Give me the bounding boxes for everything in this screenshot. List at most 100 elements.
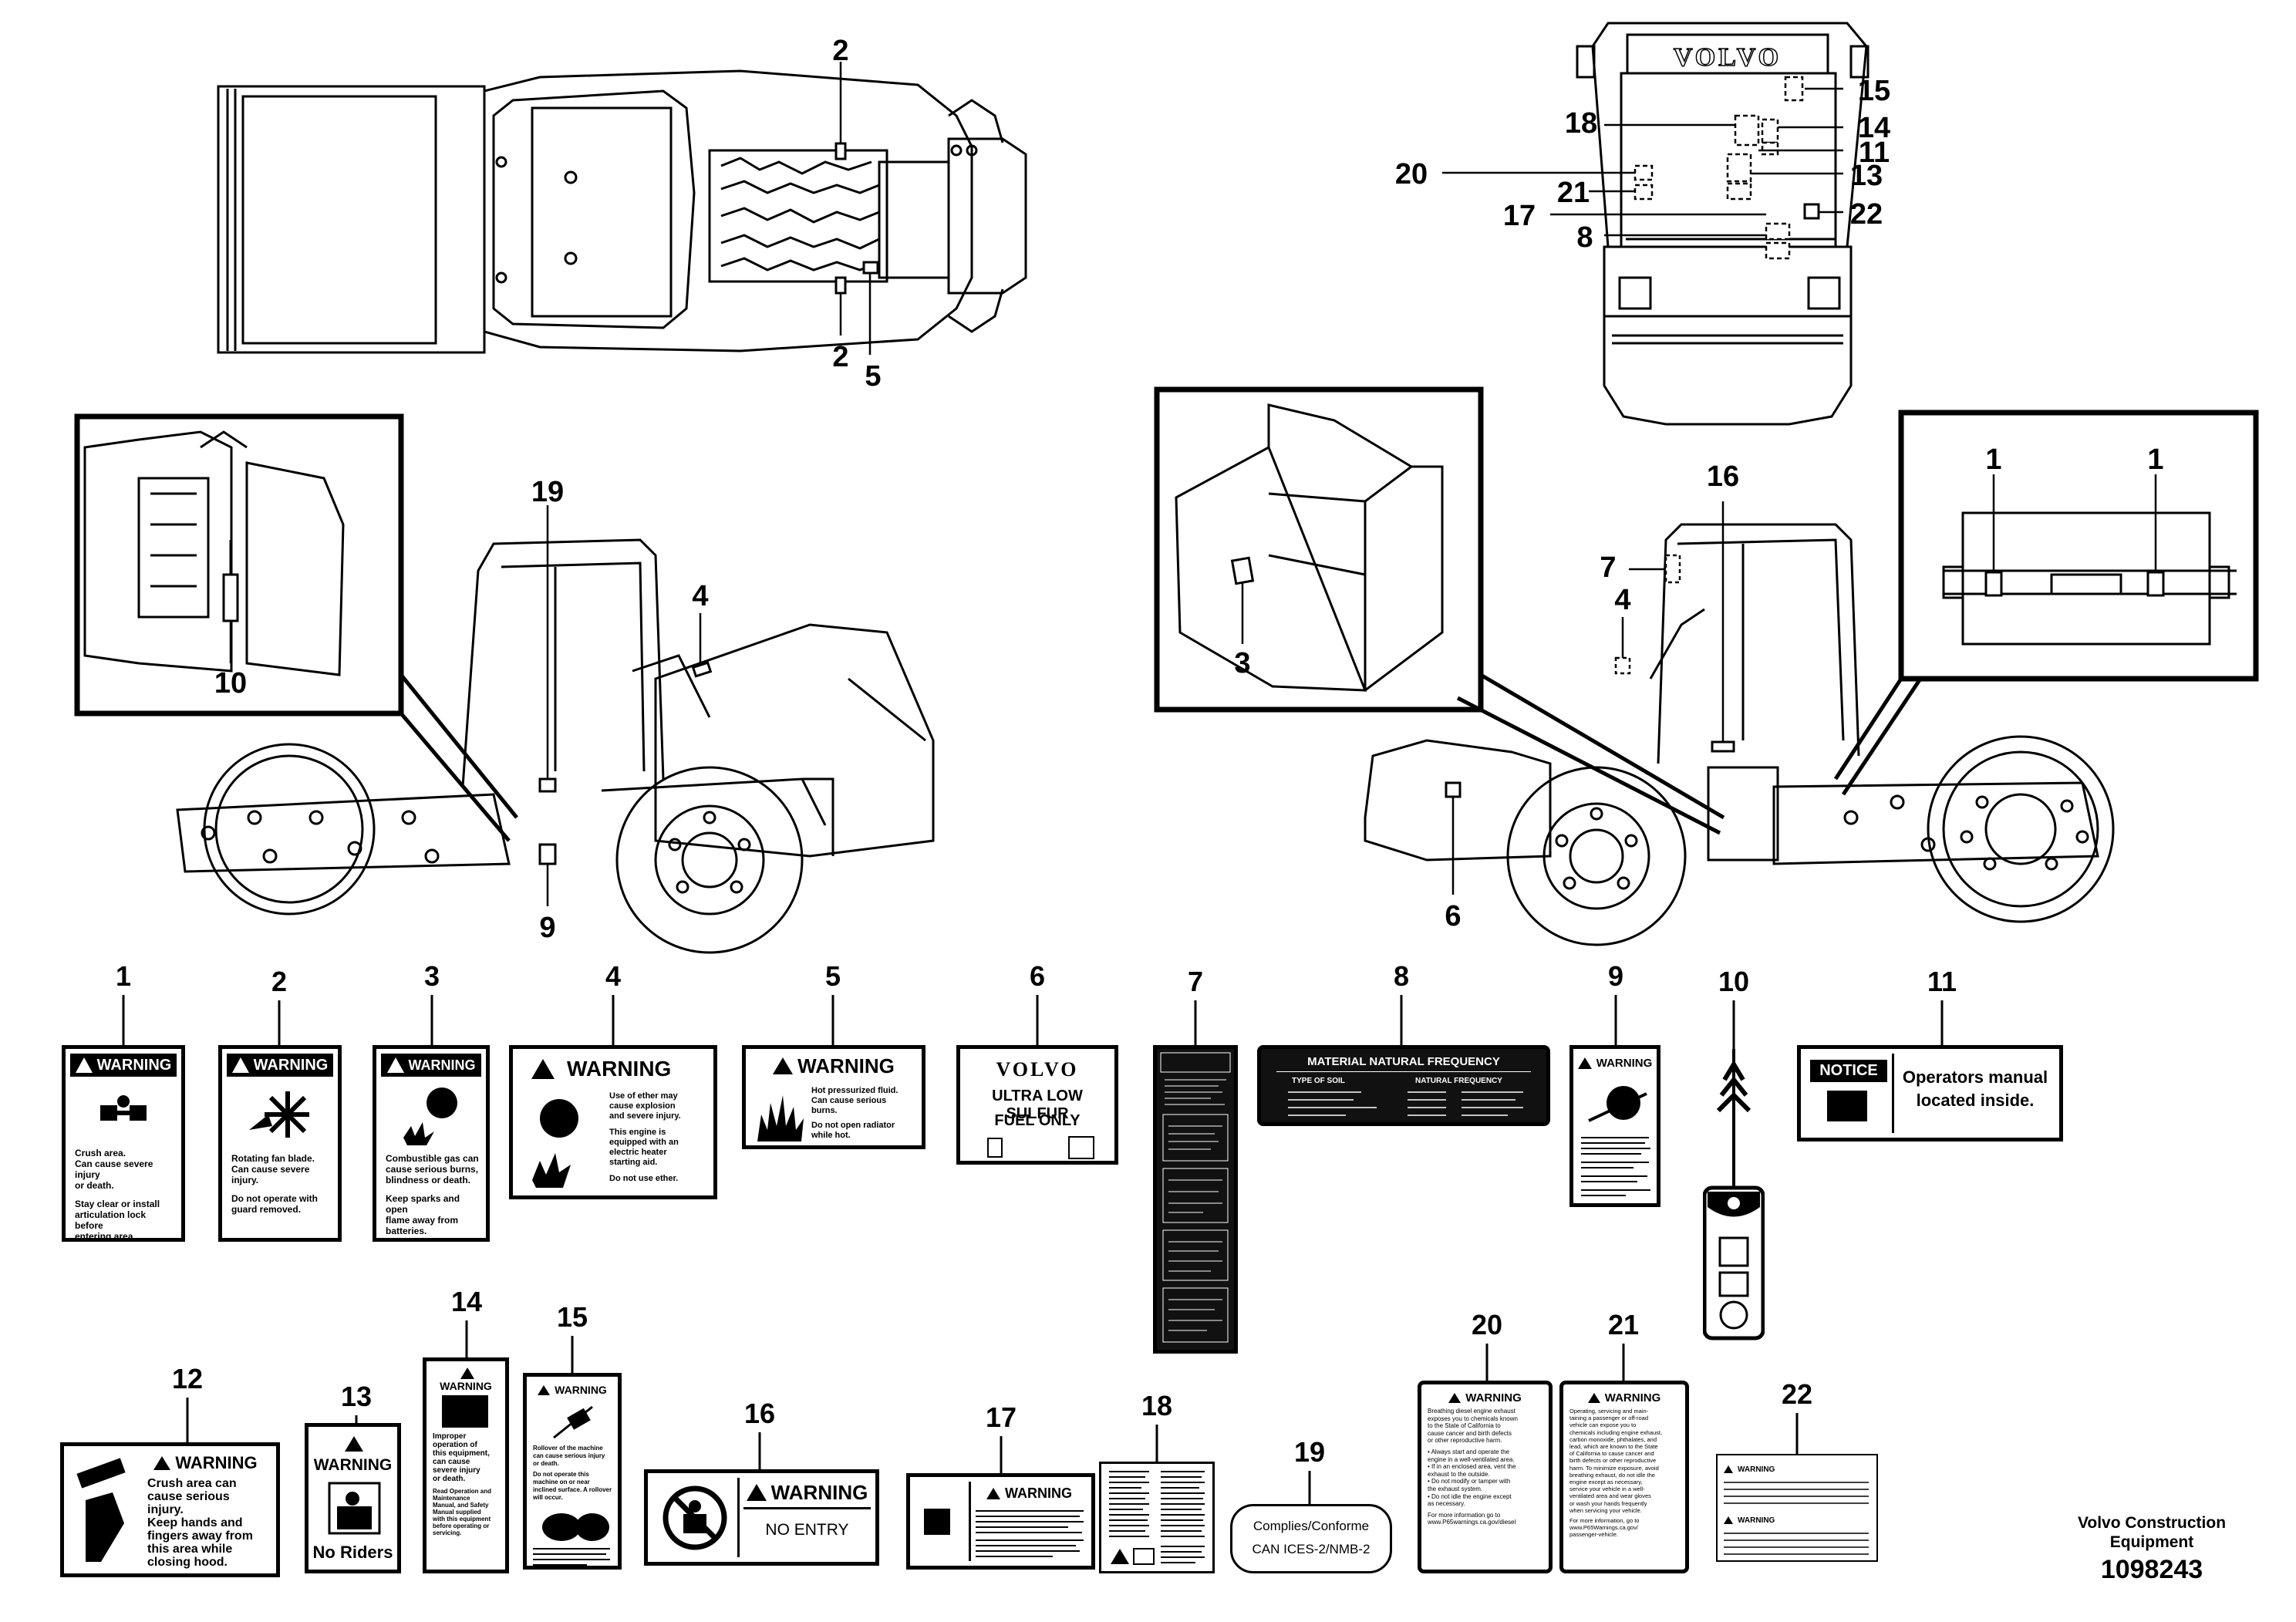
decal-1-header-text: WARNING — [96, 1056, 172, 1074]
callout-right-1b: 1 — [2147, 443, 2163, 476]
decal-2-header-text: WARNING — [253, 1056, 329, 1074]
right-inset-1-pointer-a — [1833, 677, 1903, 781]
decal-22-lines-b — [1724, 1533, 1869, 1555]
decal-8: MATERIAL NATURAL FREQUENCY TYPE OF SOIL … — [1257, 1045, 1550, 1126]
no-entry-prohibition-icon — [663, 1485, 727, 1550]
decal-22-header-text-a: WARNING — [1738, 1465, 1775, 1474]
decal-8-col1: TYPE OF SOIL — [1292, 1077, 1345, 1085]
decal-16-text: NO ENTRY — [765, 1521, 849, 1539]
decal-21-header-text: WARNING — [1604, 1391, 1661, 1404]
hot-fluid-icon — [757, 1095, 804, 1141]
decal-4-header: WARNING — [518, 1054, 709, 1084]
decal-1: WARNING Crush area.Can cause severe inju… — [62, 1045, 185, 1242]
decal-21: WARNING Operating, servicing and main-ta… — [1559, 1381, 1689, 1573]
decal-5: WARNING Hot pressurized fluid.Can cause … — [742, 1045, 925, 1149]
decal-20-header: WARNING — [1426, 1389, 1544, 1406]
left-inset-detail — [83, 430, 345, 676]
decal-15-header-text: WARNING — [555, 1384, 607, 1396]
tag-manual-icon — [1718, 1271, 1749, 1297]
decal-num-5: 5 — [825, 960, 841, 992]
right-side-machine — [1364, 523, 2115, 946]
callout-left-10: 10 — [214, 667, 247, 700]
manual-book-icon — [442, 1395, 488, 1428]
decal-num-11: 11 — [1927, 966, 1957, 997]
manual-icon — [924, 1509, 950, 1535]
callout-left-4: 4 — [692, 580, 708, 612]
callout-top-5: 5 — [865, 360, 881, 393]
warning-triangle-icon — [746, 1484, 767, 1501]
warning-triangle-icon — [1577, 1057, 1592, 1069]
rollover-icon — [553, 1405, 593, 1439]
decal-22-lines-a — [1724, 1482, 1869, 1504]
view-callouts: 2 2 5 15 14 11 13 22 18 20 21 17 8 19 4 … — [214, 35, 2164, 944]
hand-crush-icon — [76, 1458, 126, 1562]
callout-rear-21: 21 — [1557, 177, 1590, 209]
decal-5-header-text: WARNING — [797, 1054, 895, 1077]
right-inset-1-frame — [1898, 410, 2259, 682]
decal-num-15: 15 — [557, 1301, 588, 1333]
callout-rear-18: 18 — [1565, 107, 1597, 140]
decal-num-1: 1 — [116, 960, 131, 992]
decal-num-20: 20 — [1472, 1309, 1502, 1340]
decal-10 — [1703, 1049, 1765, 1340]
tag-hazard-icon — [1718, 1236, 1749, 1267]
decal-num-3: 3 — [424, 960, 440, 992]
left-side-decal-markers — [538, 661, 713, 865]
warning-triangle-icon — [75, 1057, 93, 1073]
crush-hazard-icon — [100, 1095, 147, 1121]
callout-top-2a: 2 — [832, 35, 848, 67]
callout-rear-8: 8 — [1576, 221, 1593, 254]
callout-right-4: 4 — [1614, 584, 1630, 616]
frequency-table-lines — [1288, 1091, 1523, 1116]
decal-6: VOLVO ULTRA LOW SULFUR FUEL ONLY — [956, 1045, 1118, 1165]
instruction-panel-graphic — [1160, 1052, 1231, 1343]
rear-view-decal-markers — [1633, 76, 1804, 260]
decal-11-notice-block: NOTICE — [1805, 1054, 1894, 1133]
no-riders-icon — [328, 1482, 381, 1535]
left-inset-pointer-b — [400, 712, 511, 842]
callout-rear-14: 14 — [1858, 112, 1890, 144]
decal-num-8: 8 — [1394, 960, 1409, 992]
callout-rear-20: 20 — [1395, 158, 1428, 191]
decal-13-header-text: WARNING — [313, 1456, 393, 1474]
decal-3-header: WARNING — [381, 1054, 481, 1077]
callout-right-3: 3 — [1234, 647, 1250, 679]
right-side-dashed-markers — [1614, 554, 1681, 675]
decal-14-header-text: WARNING — [440, 1380, 492, 1392]
warning-triangle-icon — [1724, 1516, 1733, 1524]
decal-21-text: Operating, servicing and main-taining a … — [1569, 1408, 1663, 1539]
decal-leaders — [122, 995, 1944, 1504]
decal-13-text: No Riders — [312, 1543, 393, 1562]
callout-rear-17: 17 — [1503, 200, 1536, 232]
decal-num-21: 21 — [1608, 1309, 1639, 1340]
warning-triangle-icon — [153, 1456, 171, 1470]
decal-18-table — [1109, 1471, 1205, 1565]
decal-17-header: WARNING — [973, 1483, 1085, 1503]
decal-11-header-text: NOTICE — [1810, 1060, 1887, 1082]
warning-triangle-icon — [986, 1487, 1000, 1499]
decal-num-17: 17 — [986, 1401, 1017, 1433]
decal-5-header: WARNING — [750, 1054, 917, 1078]
decal-num-13: 13 — [341, 1381, 372, 1412]
rollover-machine-icon — [542, 1513, 609, 1541]
warning-triangle-icon — [531, 1059, 555, 1079]
fuel-pump-icon — [987, 1138, 1003, 1158]
decal-num-16: 16 — [744, 1398, 775, 1429]
callout-rear-13: 13 — [1850, 160, 1883, 192]
decal-num-7: 7 — [1188, 966, 1203, 997]
decal-22-header-a: WARNING — [1724, 1463, 1775, 1475]
right-inset-1-pointer-b — [1841, 677, 1923, 796]
decal-16-header-text: WARNING — [770, 1480, 868, 1504]
left-inset-pointer-a — [400, 673, 518, 819]
decal-num-10: 10 — [1718, 966, 1749, 997]
decal-7 — [1153, 1045, 1238, 1354]
